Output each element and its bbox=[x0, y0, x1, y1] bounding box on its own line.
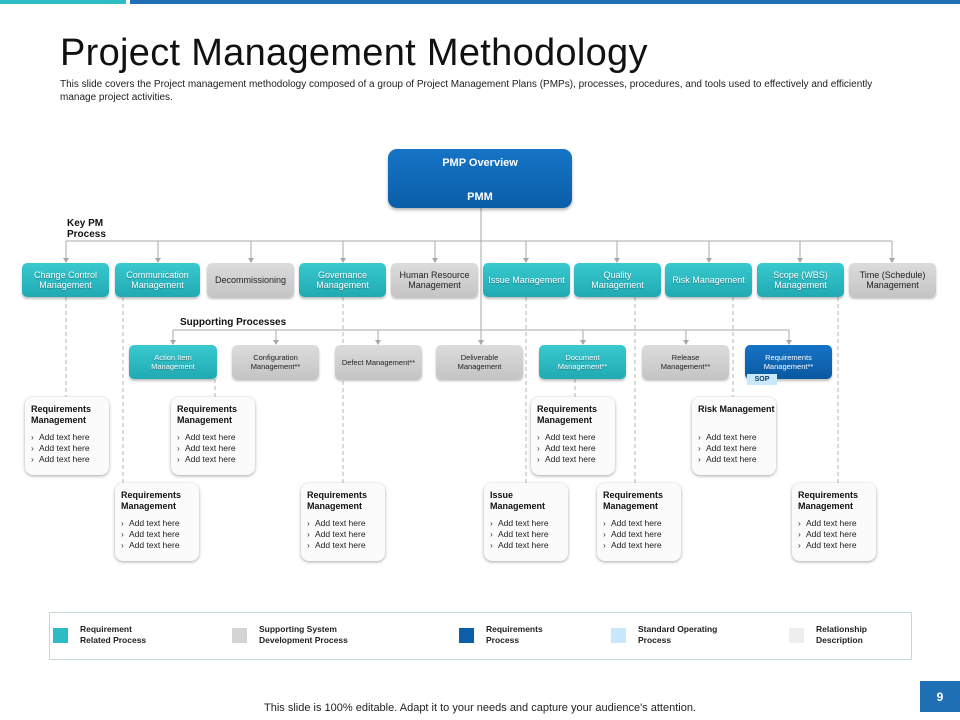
key-process-communication: Communication Management bbox=[115, 263, 200, 297]
description-card: Issue Management Add text here Add text … bbox=[484, 483, 568, 561]
card-item: Add text here bbox=[603, 529, 681, 540]
description-card: Requirements Management Add text here Ad… bbox=[25, 397, 109, 475]
description-card: Requirements Management Add text here Ad… bbox=[115, 483, 199, 561]
key-process-risk: Risk Management bbox=[665, 263, 752, 297]
legend-swatch bbox=[611, 628, 626, 643]
key-process-decommissioning: Decommissioning bbox=[207, 263, 294, 297]
card-item: Add text here bbox=[603, 540, 681, 551]
card-item: Add text here bbox=[31, 454, 109, 465]
sop-tag: SOP bbox=[747, 374, 777, 385]
card-item: Add text here bbox=[177, 454, 255, 465]
legend-swatch bbox=[459, 628, 474, 643]
legend-label: Relationship Description bbox=[816, 624, 868, 645]
card-item: Add text here bbox=[798, 518, 876, 529]
support-process-configuration: Configuration Management** bbox=[232, 345, 319, 379]
legend-swatch bbox=[53, 628, 68, 643]
card-item: Add text here bbox=[490, 529, 568, 540]
legend-item: Supporting System Development Process bbox=[232, 624, 369, 646]
key-pm-process-label: Key PM Process bbox=[67, 218, 106, 240]
card-title: Requirements Management bbox=[537, 404, 598, 425]
card-item: Add text here bbox=[177, 443, 255, 454]
legend-swatch bbox=[232, 628, 247, 643]
card-title: Requirements Management bbox=[31, 404, 92, 425]
support-process-deliverable: Deliverable Management bbox=[436, 345, 523, 379]
card-item: Add text here bbox=[307, 540, 385, 551]
top-accent-bar-blue bbox=[130, 0, 960, 4]
legend-label: Supporting System Development Process bbox=[259, 624, 348, 645]
card-item: Add text here bbox=[537, 454, 615, 465]
legend-swatch bbox=[789, 628, 804, 643]
card-title: Risk Management bbox=[698, 404, 775, 414]
legend-label: Requirement Related Process bbox=[80, 624, 147, 645]
card-item: Add text here bbox=[307, 529, 385, 540]
card-item: Add text here bbox=[698, 454, 776, 465]
legend-label: Standard Operating Process bbox=[638, 624, 718, 645]
card-title: Requirements Management bbox=[177, 404, 238, 425]
card-title: Issue Management bbox=[490, 490, 546, 511]
description-card: Risk Management Add text here Add text h… bbox=[692, 397, 776, 475]
support-process-release: Release Management** bbox=[642, 345, 729, 379]
key-process-quality: Quality Management bbox=[574, 263, 661, 297]
card-item: Add text here bbox=[798, 529, 876, 540]
card-item: Add text here bbox=[121, 518, 199, 529]
description-card: Requirements Management Add text here Ad… bbox=[301, 483, 385, 561]
card-item: Add text here bbox=[31, 443, 109, 454]
description-card: Requirements Management Add text here Ad… bbox=[171, 397, 255, 475]
support-process-action-item: Action Item Management bbox=[129, 345, 217, 379]
support-process-defect: Defect Management** bbox=[335, 345, 422, 379]
card-title: Requirements Management bbox=[798, 490, 859, 511]
card-item: Add text here bbox=[31, 432, 109, 443]
legend-item: Requirement Related Process bbox=[53, 624, 160, 646]
top-accent-bar-teal bbox=[0, 0, 126, 4]
card-item: Add text here bbox=[121, 529, 199, 540]
card-title: Requirements Management bbox=[307, 490, 368, 511]
card-title: Requirements Management bbox=[121, 490, 182, 511]
card-item: Add text here bbox=[307, 518, 385, 529]
key-process-human-resource: Human Resource Management bbox=[391, 263, 478, 297]
pmp-overview-label: PMP Overview bbox=[442, 157, 518, 169]
page-number: 9 bbox=[920, 681, 960, 712]
legend-item: Relationship Description bbox=[789, 624, 886, 646]
pmm-label: PMM bbox=[467, 191, 493, 203]
card-title: Requirements Management bbox=[603, 490, 664, 511]
card-item: Add text here bbox=[698, 443, 776, 454]
card-item: Add text here bbox=[121, 540, 199, 551]
slide-subtitle: This slide covers the Project management… bbox=[60, 79, 873, 103]
supporting-processes-label: Supporting Processes bbox=[180, 317, 287, 328]
legend-label: Requirements Process bbox=[486, 624, 543, 645]
legend-item: Standard Operating Process bbox=[611, 624, 738, 646]
key-process-time: Time (Schedule) Management bbox=[849, 263, 936, 297]
pmp-overview-box: PMP Overview PMM bbox=[388, 149, 572, 208]
card-item: Add text here bbox=[177, 432, 255, 443]
support-process-requirements: Requirements Management** bbox=[745, 345, 832, 379]
legend-item: Requirements Process bbox=[459, 624, 556, 646]
support-process-document: Document Management** bbox=[539, 345, 626, 379]
description-card: Requirements Management Add text here Ad… bbox=[597, 483, 681, 561]
card-item: Add text here bbox=[490, 518, 568, 529]
card-item: Add text here bbox=[698, 432, 776, 443]
key-process-scope: Scope (WBS) Management bbox=[757, 263, 844, 297]
legend: Requirement Related Process Supporting S… bbox=[49, 612, 912, 660]
key-process-governance: Governance Management bbox=[299, 263, 386, 297]
description-card: Requirements Management Add text here Ad… bbox=[792, 483, 876, 561]
key-process-issue: Issue Management bbox=[483, 263, 570, 297]
slide-title: Project Management Methodology bbox=[60, 32, 648, 74]
card-item: Add text here bbox=[603, 518, 681, 529]
card-item: Add text here bbox=[490, 540, 568, 551]
card-item: Add text here bbox=[798, 540, 876, 551]
card-item: Add text here bbox=[537, 432, 615, 443]
description-card: Requirements Management Add text here Ad… bbox=[531, 397, 615, 475]
key-process-change-control: Change Control Management bbox=[22, 263, 109, 297]
footer-text: This slide is 100% editable. Adapt it to… bbox=[264, 702, 696, 714]
card-item: Add text here bbox=[537, 443, 615, 454]
